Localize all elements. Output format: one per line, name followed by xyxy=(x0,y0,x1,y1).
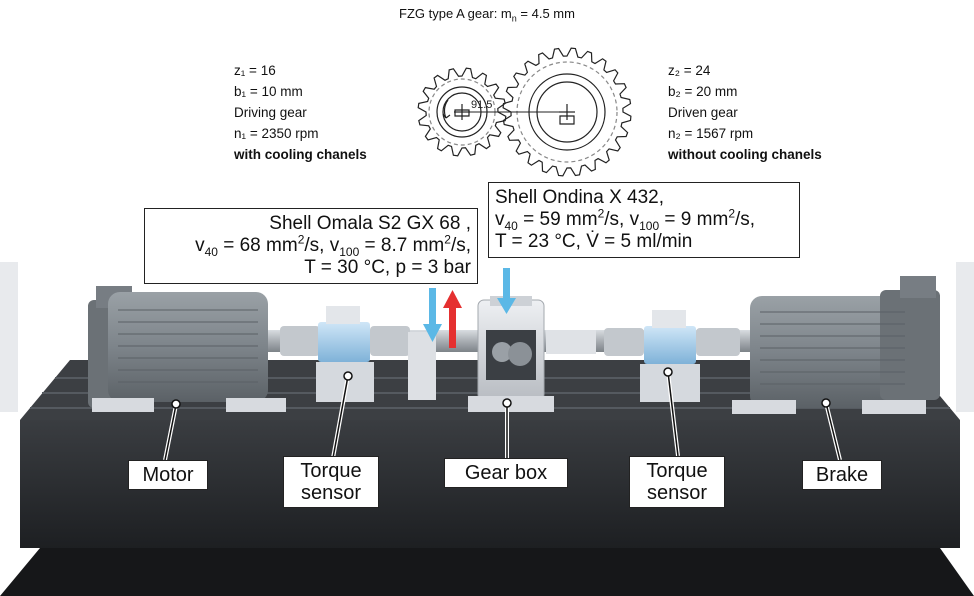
driving-gear-note: with cooling chanels xyxy=(234,147,367,162)
motor-body xyxy=(88,286,286,412)
driven-gear-specs: z₂ = 24 b₂ = 20 mm Driven gear n₂ = 1567… xyxy=(668,60,822,165)
driven-gear-outline xyxy=(502,47,632,177)
driving-gear-speed: n₁ = 2350 rpm xyxy=(234,126,319,141)
gearbox-oil-viscosity: v40 = 68 mm2/s, v100 = 8.7 mm2/s, xyxy=(195,232,471,259)
center-distance-label: 91.5 xyxy=(471,99,492,111)
motor-label: Motor xyxy=(128,460,208,490)
bearing-block-left xyxy=(408,332,436,400)
right-inflow-arrow xyxy=(497,268,516,314)
driven-gear-speed: n₂ = 1567 rpm xyxy=(668,126,754,141)
gearbox-oil-conditions: T = 30 °C, p = 3 bar xyxy=(304,257,471,278)
gearbox-oil-info-box: Shell Omala S2 GX 68 , v40 = 68 mm2/s, v… xyxy=(144,208,478,284)
brake-label: Brake xyxy=(802,460,882,490)
driven-gear-note: without cooling chanels xyxy=(668,147,822,162)
driven-gear-width: b₂ = 20 mm xyxy=(668,84,738,99)
cooling-oil-conditions: T = 23 °C, V̇ = 5 ml/min xyxy=(495,231,693,252)
gear-pair-sketch xyxy=(417,47,632,177)
driven-gear-teeth: z₂ = 24 xyxy=(668,63,711,78)
gear-title: FZG type A gear: mn = 4.5 mm xyxy=(399,6,575,24)
gearbox-oil-name: Shell Omala S2 GX 68 , xyxy=(269,213,471,234)
gear-box-label: Gear box xyxy=(444,458,568,488)
brake-body xyxy=(732,276,940,414)
driving-gear-teeth: z₁ = 16 xyxy=(234,63,276,78)
label-leader-lines xyxy=(164,371,841,461)
driven-gear-label: Driven gear xyxy=(668,105,738,120)
left-inflow-arrow xyxy=(423,288,442,342)
cooling-oil-info-box: Shell Ondina X 432, v40 = 59 mm2/s, v100… xyxy=(488,182,800,258)
cooling-oil-name: Shell Ondina X 432, xyxy=(495,187,665,208)
driving-gear-specs: z₁ = 16 b₁ = 10 mm Driving gear n₁ = 235… xyxy=(234,60,367,165)
left-outflow-arrow xyxy=(443,290,462,348)
cooling-oil-viscosity: v40 = 59 mm2/s, v100 = 9 mm2/s, xyxy=(495,206,756,233)
gear-box-body xyxy=(468,296,554,412)
driving-gear-label: Driving gear xyxy=(234,105,307,120)
driving-gear-outline xyxy=(417,67,507,157)
driving-gear-width: b₁ = 10 mm xyxy=(234,84,303,99)
